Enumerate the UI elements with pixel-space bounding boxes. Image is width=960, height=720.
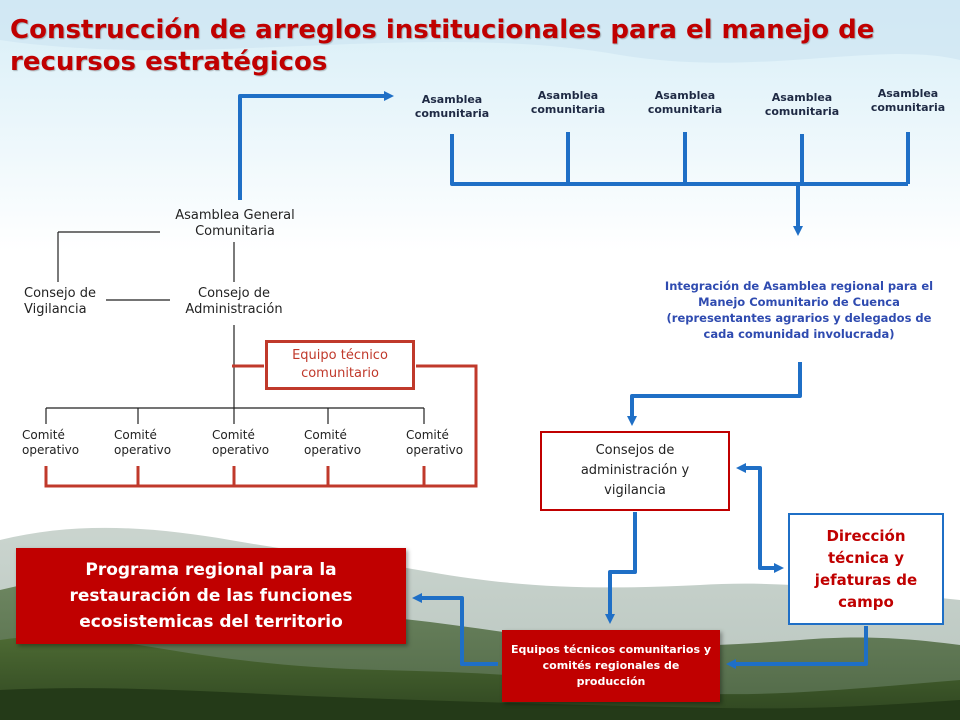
assembly-label-4: Asamblea comunitaria [764,91,840,118]
asamblea-general-label: Asamblea General Comunitaria [175,208,295,239]
direccion-tecnica-label: Dirección técnica y jefaturas de campo [814,527,918,611]
page-title: Construcción de arreglos institucionales… [10,15,875,77]
assembly-label-2: Asamblea comunitaria [530,89,606,116]
equipo-tecnico-label: Equipo técnico comunitario [292,348,388,381]
programa-regional-label: Programa regional para la restauración d… [69,560,353,632]
regional-assembly-text: Integración de Asamblea regional para el… [664,279,934,341]
comite-operativo-1: Comité operativo [22,428,80,457]
equipo-tecnico-box: Equipo técnico comunitario [265,340,415,390]
comite-operativo-3: Comité operativo [212,428,270,457]
comite-operativo-2: Comité operativo [114,428,172,457]
assembly-label-3: Asamblea comunitaria [647,89,723,116]
consejo-vigilancia-label: Consejo de Vigilancia [24,286,96,317]
assembly-label-1: Asamblea comunitaria [414,93,490,120]
direccion-tecnica-box: Dirección técnica y jefaturas de campo [788,513,944,625]
equipos-tecnicos-label: Equipos técnicos comunitarios y comités … [510,643,712,688]
programa-regional-box: Programa regional para la restauración d… [16,548,406,644]
assembly-label-5: Asamblea comunitaria [870,87,946,114]
equipos-tecnicos-box: Equipos técnicos comunitarios y comités … [502,630,720,702]
comite-operativo-5: Comité operativo [406,428,464,457]
consejos-label: Consejos de administración y vigilancia [580,443,690,498]
comite-operativo-4: Comité operativo [304,428,362,457]
consejo-administracion-label: Consejo de Administración [185,286,283,317]
consejos-box: Consejos de administración y vigilancia [540,431,730,511]
